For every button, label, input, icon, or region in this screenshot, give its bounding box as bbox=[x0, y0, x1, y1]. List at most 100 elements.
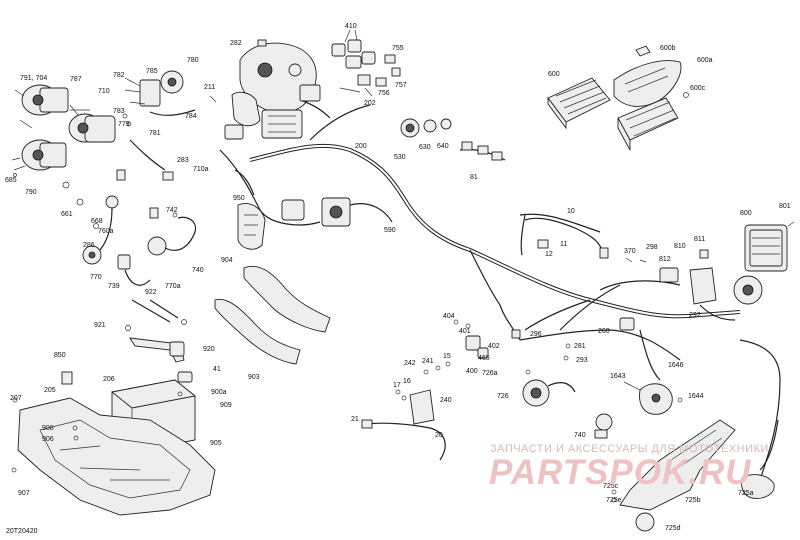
part-label-909: 909 bbox=[220, 402, 232, 409]
part-label-17: 17 bbox=[393, 382, 401, 389]
ecm-modules bbox=[547, 45, 689, 151]
part-label-640: 640 bbox=[437, 143, 449, 150]
part-label-410: 410 bbox=[345, 23, 357, 30]
part-label-281: 281 bbox=[574, 343, 586, 350]
part-label-16: 16 bbox=[403, 378, 411, 385]
part-label-661: 661 bbox=[61, 211, 73, 218]
part-label-791-704: 791, 704 bbox=[20, 75, 48, 82]
part-label-908: 908 bbox=[42, 425, 54, 432]
part-label-905: 905 bbox=[210, 440, 222, 447]
main-wiring-harness bbox=[219, 104, 781, 481]
part-label-240: 240 bbox=[440, 397, 452, 404]
part-label-530: 530 bbox=[394, 154, 406, 161]
part-label-800: 800 bbox=[740, 210, 752, 217]
watermark-logo: PARTSPOK.RU bbox=[489, 453, 752, 492]
part-label-725c: 725c bbox=[603, 483, 619, 490]
part-label-757: 757 bbox=[395, 82, 407, 89]
part-label-850: 850 bbox=[54, 352, 66, 359]
actuator-1643 bbox=[623, 381, 683, 415]
part-label-1643: 1643 bbox=[610, 373, 626, 380]
part-label-298: 298 bbox=[646, 244, 658, 251]
part-label-785: 785 bbox=[146, 68, 158, 75]
part-label-282: 282 bbox=[230, 40, 242, 47]
part-label-725a: 725a bbox=[738, 490, 754, 497]
part-label-404: 404 bbox=[443, 313, 455, 320]
part-label-590: 590 bbox=[384, 227, 396, 234]
part-label-739: 739 bbox=[108, 283, 120, 290]
part-label-400: 400 bbox=[466, 368, 478, 375]
part-label-15: 15 bbox=[443, 353, 451, 360]
part-label-781: 781 bbox=[149, 130, 161, 137]
part-label-600b: 600b bbox=[660, 45, 676, 52]
part-label-810: 810 bbox=[674, 243, 686, 250]
part-label-801: 801 bbox=[779, 203, 791, 210]
part-label-600a: 600a bbox=[697, 57, 713, 64]
part-label-740: 740 bbox=[574, 432, 586, 439]
lower-harness bbox=[361, 361, 451, 461]
battery-box bbox=[11, 371, 216, 516]
part-label-81: 81 bbox=[470, 174, 478, 181]
part-label-21: 21 bbox=[351, 416, 359, 423]
part-label-710: 710 bbox=[98, 88, 110, 95]
part-label-668: 668 bbox=[91, 218, 103, 225]
watermark-tagline: ЗАПЧАСТИ И АКСЕССУАРЫ ДЛЯ МОТОТЕХНИКИ bbox=[490, 443, 769, 455]
part-label-205: 205 bbox=[44, 387, 56, 394]
part-label-401: 401 bbox=[459, 328, 471, 335]
part-label-904: 904 bbox=[221, 257, 233, 264]
part-label-292: 292 bbox=[689, 312, 701, 319]
part-label-811: 811 bbox=[694, 236, 706, 243]
part-label-779: 779 bbox=[118, 121, 130, 128]
part-label-293: 293 bbox=[576, 357, 588, 364]
part-label-296: 296 bbox=[530, 331, 542, 338]
part-label-783: 783 bbox=[113, 108, 125, 115]
bracket-920 bbox=[125, 299, 187, 363]
part-label-202: 202 bbox=[364, 100, 376, 107]
part-label-726a: 726a bbox=[482, 370, 498, 377]
part-label-740: 740 bbox=[192, 267, 204, 274]
part-label-10: 10 bbox=[567, 208, 575, 215]
relay-group bbox=[400, 118, 506, 161]
left-actuator-group bbox=[11, 70, 196, 181]
part-label-725b: 725b bbox=[685, 497, 701, 504]
part-label-922: 922 bbox=[145, 289, 157, 296]
part-label-770: 770 bbox=[90, 274, 102, 281]
part-label-782: 782 bbox=[113, 72, 125, 79]
part-label-920: 920 bbox=[203, 346, 215, 353]
top-connectors bbox=[331, 29, 401, 97]
part-label-1644: 1644 bbox=[688, 393, 704, 400]
part-label-402: 402 bbox=[488, 343, 500, 350]
part-label-20: 20 bbox=[435, 432, 443, 439]
horn-group bbox=[522, 369, 613, 439]
part-label-241: 241 bbox=[422, 358, 434, 365]
part-label-742: 742 bbox=[166, 207, 178, 214]
part-label-465: 465 bbox=[478, 355, 490, 362]
part-label-260: 260 bbox=[598, 328, 610, 335]
part-label-907: 907 bbox=[18, 490, 30, 497]
fuse-group bbox=[453, 317, 635, 361]
left-sensor-group bbox=[62, 181, 197, 286]
part-label-206: 206 bbox=[103, 376, 115, 383]
splash-guards bbox=[214, 265, 331, 365]
part-label-283: 283 bbox=[177, 157, 189, 164]
harness-branch-950 bbox=[234, 169, 393, 250]
part-label-903: 903 bbox=[248, 374, 260, 381]
part-label-685: 685 bbox=[5, 177, 17, 184]
part-label-286: 286 bbox=[83, 242, 95, 249]
part-label-41: 41 bbox=[213, 366, 221, 373]
part-label-200: 200 bbox=[355, 143, 367, 150]
part-label-755: 755 bbox=[392, 45, 404, 52]
part-label-725e: 725e bbox=[606, 497, 622, 504]
right-module-800 bbox=[625, 221, 795, 321]
engine-harness-cluster bbox=[209, 39, 331, 140]
part-label-600: 600 bbox=[548, 71, 560, 78]
part-label-780: 780 bbox=[187, 57, 199, 64]
part-label-630: 630 bbox=[419, 144, 431, 151]
harness-10 bbox=[524, 217, 609, 259]
part-label-211: 211 bbox=[204, 84, 216, 91]
part-label-921: 921 bbox=[94, 322, 106, 329]
part-label-710a: 710a bbox=[193, 166, 209, 173]
part-label-12: 12 bbox=[545, 251, 553, 258]
diagram-reference-code: 20T20420 bbox=[6, 528, 38, 535]
